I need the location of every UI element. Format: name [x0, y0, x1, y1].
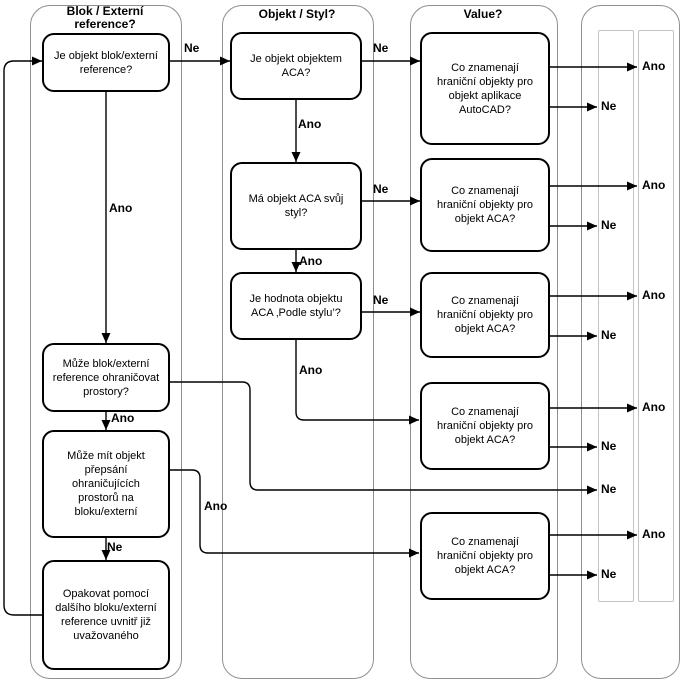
flow-node-q-aca-styl: Má objekt ACA svůj styl?	[230, 162, 362, 250]
label-b2-yes: Ano	[111, 411, 135, 425]
flow-node-q-objekt-aca: Je objekt objektem ACA?	[230, 32, 362, 100]
label-b1-no: Ne	[184, 41, 200, 55]
column-title-objekt-styl: Objekt / Styl?	[258, 7, 336, 21]
container-objekt-styl	[222, 5, 374, 679]
flow-node-v-autocad: Co znamenají hraniční objekty pro objekt…	[420, 32, 550, 145]
flow-node-q-blok-xref: Je objekt blok/externí reference?	[42, 33, 170, 92]
flow-node-q-prepsani: Může mít objekt přepsání ohraničujících …	[42, 430, 170, 538]
result-lane-ano	[638, 30, 674, 602]
label-b3-yes: Ano	[204, 499, 228, 513]
label-v1-ano: Ano	[642, 59, 666, 73]
label-b6-yes: Ano	[299, 254, 323, 268]
label-v5-ano: Ano	[642, 527, 666, 541]
flow-node-opakovat: Opakovat pomocí dalšího bloku/externí re…	[42, 560, 170, 670]
label-v4-ano: Ano	[642, 400, 666, 414]
label-b1-yes: Ano	[109, 201, 133, 215]
column-title-value: Value?	[463, 7, 503, 21]
flow-node-v-aca-2: Co znamenají hraniční objekty pro objekt…	[420, 272, 550, 358]
label-v3-ne: Ne	[601, 328, 617, 342]
flow-node-v-aca-3: Co znamenají hraniční objekty pro objekt…	[420, 382, 550, 470]
label-b7-no: Ne	[373, 293, 389, 307]
flow-node-q-podle-stylu: Je hodnota objektu ACA ‚Podle stylu’?	[230, 272, 362, 340]
result-lane-ne	[598, 30, 634, 602]
label-b5-yes: Ano	[298, 117, 322, 131]
label-b2-no: Ne	[601, 482, 617, 496]
label-v1-ne: Ne	[601, 99, 617, 113]
label-b6-no: Ne	[373, 182, 389, 196]
label-v4-ne: Ne	[601, 439, 617, 453]
flow-node-v-aca-1: Co znamenají hraniční objekty pro objekt…	[420, 158, 550, 252]
label-v2-ano: Ano	[642, 178, 666, 192]
flow-node-q-ohranicovat: Může blok/externí reference ohraničovat …	[42, 343, 170, 412]
label-v2-ne: Ne	[601, 218, 617, 232]
column-title-blok-externi: Blok / Externí reference?	[66, 4, 144, 31]
label-b5-no: Ne	[373, 41, 389, 55]
label-b7-yes: Ano	[299, 363, 323, 377]
label-v3-ano: Ano	[642, 288, 666, 302]
flow-node-v-aca-4: Co znamenají hraniční objekty pro objekt…	[420, 512, 550, 600]
label-b3-no: Ne	[107, 540, 123, 554]
label-v5-ne: Ne	[601, 567, 617, 581]
